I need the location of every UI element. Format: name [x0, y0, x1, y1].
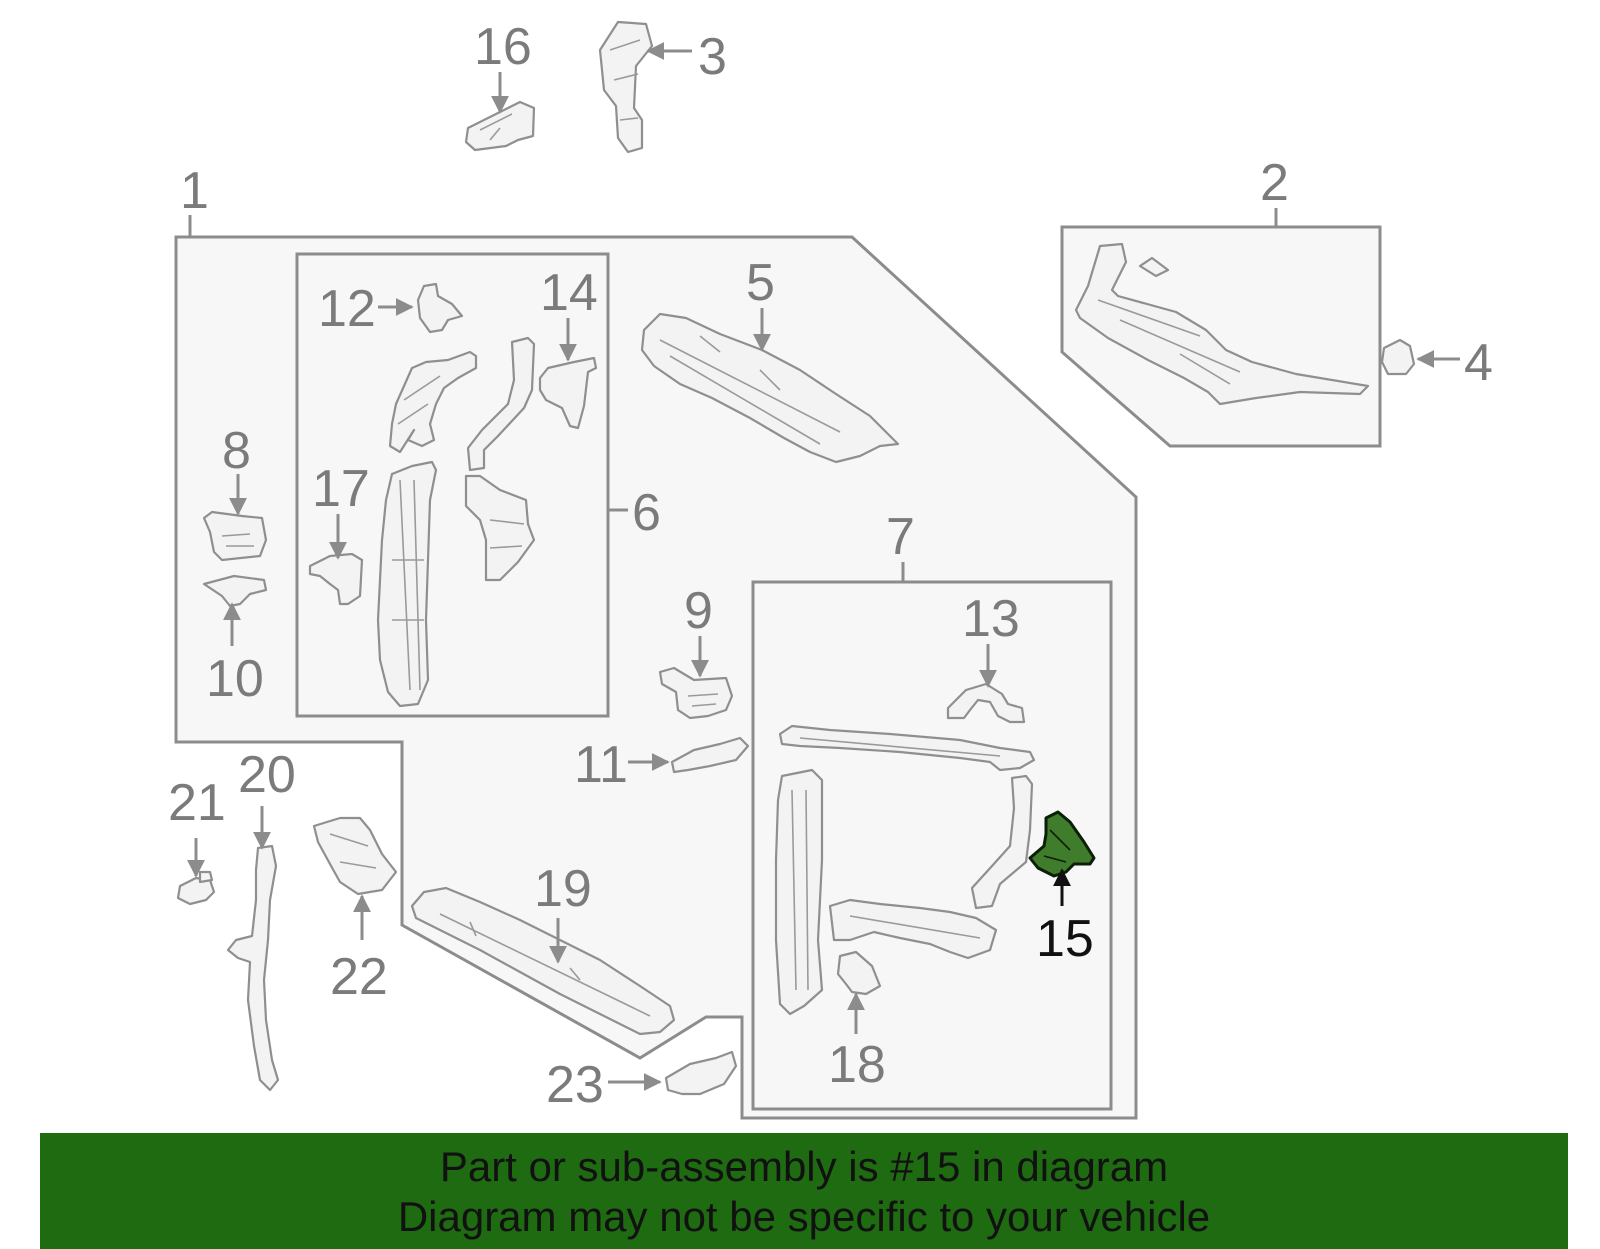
callout-19: 19	[534, 860, 592, 918]
part-21-bushing	[176, 870, 216, 906]
callout-9: 9	[684, 582, 713, 640]
callout-2: 2	[1260, 154, 1289, 212]
part-19-lower-support	[410, 886, 676, 1036]
part-11-bracket	[670, 736, 750, 774]
callout-8: 8	[222, 422, 251, 480]
banner-line-part: Part or sub-assembly is #15 in diagram	[439, 1143, 1169, 1190]
callout-3: 3	[698, 28, 727, 86]
callout-6: 6	[632, 484, 661, 542]
callout-22: 22	[330, 948, 388, 1006]
callout-16: 16	[474, 18, 532, 76]
part-6-components	[376, 336, 536, 708]
callout-10: 10	[206, 650, 264, 708]
part-2-support	[1074, 242, 1370, 406]
part-4-clip	[1380, 338, 1416, 376]
part-14-bracket	[538, 356, 598, 430]
part-3-bracket	[598, 20, 654, 154]
callout-1: 1	[180, 162, 209, 220]
callout-23: 23	[546, 1056, 604, 1114]
part-22-bracket	[312, 816, 398, 896]
part-15-highlighted	[1028, 810, 1096, 878]
part-18-bracket	[836, 950, 882, 996]
callout-17: 17	[312, 460, 370, 518]
part-20-strip	[226, 844, 280, 1092]
part-17-bracket	[308, 552, 364, 606]
part-7-components	[774, 724, 1036, 1016]
part-12-bracket	[416, 282, 464, 334]
callout-7: 7	[886, 508, 915, 566]
info-banner: Part or sub-assembly is #15 in diagram D…	[40, 1133, 1568, 1249]
callout-13: 13	[962, 590, 1020, 648]
part-5-upper-support	[640, 312, 900, 464]
part-8-bracket	[202, 510, 268, 562]
part-16-bracket	[464, 100, 536, 152]
callout-14: 14	[540, 264, 598, 322]
banner-line-disclaimer: Diagram may not be specific to your vehi…	[397, 1193, 1211, 1240]
callout-18: 18	[828, 1036, 886, 1094]
callout-5: 5	[746, 254, 775, 312]
part-10-bracket	[202, 574, 268, 608]
callout-4: 4	[1464, 334, 1493, 392]
callout-15: 15	[1036, 910, 1094, 968]
callout-21: 21	[168, 774, 226, 832]
callout-20: 20	[238, 746, 296, 804]
callout-12: 12	[318, 280, 376, 338]
part-23-bracket	[664, 1050, 738, 1096]
part-9-bracket	[658, 666, 734, 720]
callout-11: 11	[574, 736, 628, 794]
assembly-6-outline	[295, 252, 610, 718]
